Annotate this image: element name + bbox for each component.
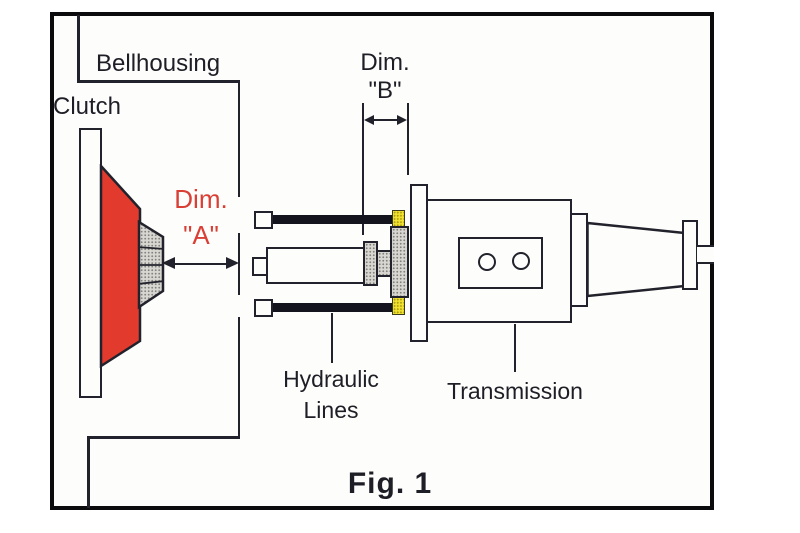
hydraulic-line-upper <box>271 215 394 224</box>
bellhousing-label: Bellhousing <box>96 50 221 77</box>
dim-b-extension-line-right <box>406 103 409 175</box>
dim-a-arrowhead-right-icon <box>226 257 239 269</box>
output-shaft <box>697 245 714 264</box>
bellhousing-face-line-lower <box>237 317 240 438</box>
hydraulic-lines-label-line1: Hydraulic <box>283 366 379 392</box>
clutch-release-fingers <box>137 220 165 310</box>
dim-b-arrow-shaft <box>372 118 400 121</box>
dim-a-arrowhead-left-icon <box>162 257 175 269</box>
release-bearing-flange <box>363 241 378 286</box>
dim-b-label-line2: "B" <box>368 77 402 104</box>
figure-caption: Fig. 1 <box>347 467 433 500</box>
hydraulic-fitting-upper-left <box>254 211 273 229</box>
bleed-fitting-lower <box>392 297 405 315</box>
bellhousing-face-line-upper <box>237 80 240 197</box>
transmission-body <box>426 199 572 323</box>
bellhousing-bottom-vertical-line <box>87 436 90 508</box>
hydraulic-lines-leader <box>331 313 333 363</box>
dim-a-label-line1: Dim. <box>174 184 228 214</box>
slave-cylinder-body <box>266 247 365 284</box>
release-bearing-neck <box>376 250 393 277</box>
dim-b-label-line1: Dim. <box>360 49 410 76</box>
hydraulic-lines-label-line2: Lines <box>303 397 359 423</box>
dim-a-label-line2: "A" <box>183 220 219 250</box>
transmission-label: Transmission <box>447 378 583 404</box>
tail-end-cap <box>682 220 698 290</box>
dim-b-arrowhead-left-icon <box>364 114 374 125</box>
bellhousing-bottom-horizontal-line <box>87 436 240 439</box>
slave-cylinder-mount-column <box>390 226 409 298</box>
dim-b-extension-line-left <box>362 103 364 235</box>
hydraulic-fitting-lower-left <box>254 299 273 317</box>
clutch-label: Clutch <box>53 93 122 120</box>
dim-a-arrow-shaft <box>172 262 230 265</box>
bellhousing-top-vertical-line <box>77 15 80 82</box>
transmission-leader <box>513 324 516 372</box>
cover-bolt-hole-left <box>478 253 496 271</box>
bellhousing-top-horizontal-line <box>77 80 240 83</box>
transmission-tail-housing <box>586 221 686 298</box>
clutch-pressure-plate <box>99 164 142 368</box>
cover-bolt-hole-right <box>512 252 530 270</box>
dim-b-arrowhead-right-icon <box>396 114 407 125</box>
hydraulic-line-lower <box>271 303 394 312</box>
transmission-cover-plate <box>458 237 543 289</box>
